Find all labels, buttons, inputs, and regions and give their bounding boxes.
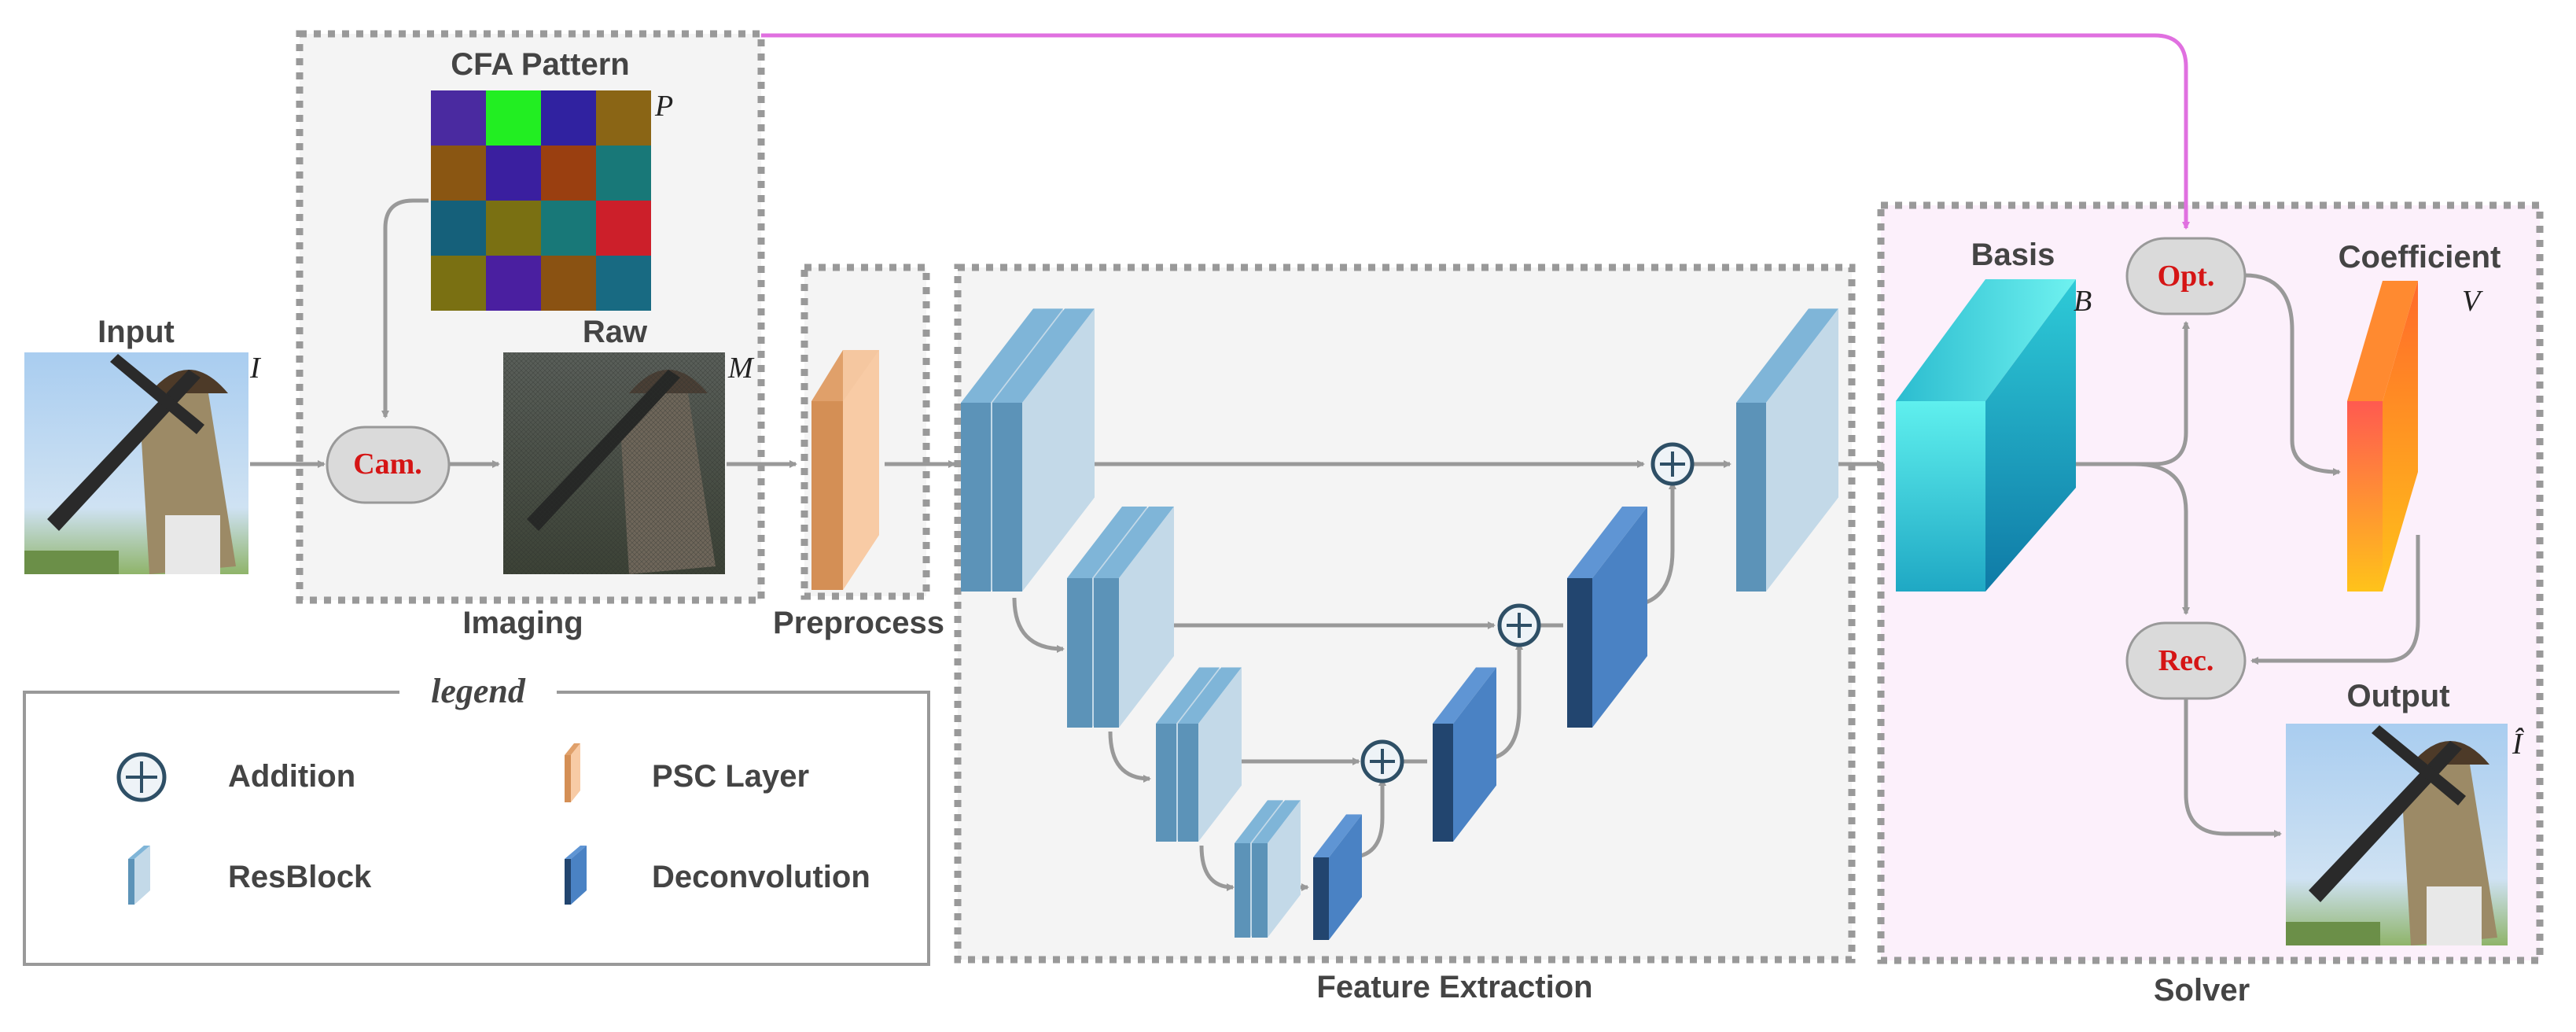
arrow-basis-to-rec	[2134, 462, 2190, 615]
pattern-variable: P	[654, 90, 673, 123]
arrow-cfa-to-cam	[381, 198, 429, 418]
cfa-cell	[541, 201, 596, 256]
input-variable: I	[249, 352, 262, 385]
cfa-cell	[596, 201, 651, 256]
legend-deconvolution-label: Deconvolution	[652, 860, 870, 894]
cfa-cell	[431, 146, 486, 201]
cfa-cell	[596, 146, 651, 201]
encoder-resblocks	[961, 308, 1838, 938]
cfa-cell	[431, 256, 486, 311]
legend-addition-icon	[116, 752, 167, 802]
psc-layer-block	[811, 350, 879, 590]
cfa-cell	[486, 256, 541, 311]
cfa-pattern-grid	[431, 90, 651, 311]
legend-title-gap	[399, 676, 557, 708]
feature-extraction-label: Feature Extraction	[1316, 970, 1592, 1004]
cfa-cell	[541, 256, 596, 311]
basis-label: Basis	[1971, 238, 2055, 272]
decoder-deconvolutions	[1313, 507, 1647, 940]
preprocess-label: Preprocess	[773, 606, 944, 640]
imaging-label: Imaging	[462, 606, 583, 640]
legend-psc-layer-icon	[565, 743, 580, 802]
input-image	[24, 352, 248, 574]
raw-image	[503, 352, 725, 574]
legend-psc-layer-label: PSC Layer	[652, 759, 809, 794]
legend-addition-label: Addition	[228, 759, 355, 794]
raw-label: Raw	[583, 315, 648, 349]
arrow-opt-to-coefficient	[2244, 273, 2341, 476]
addition-node	[1650, 442, 1695, 486]
camera-operator-label: Cam.	[353, 448, 422, 481]
output-variable: Î	[2512, 728, 2525, 761]
camera-operator: Cam.	[326, 426, 451, 504]
legend-title: legend	[431, 672, 526, 710]
cfa-cell	[486, 201, 541, 256]
cfa-cell	[486, 146, 541, 201]
cfa-cell	[431, 90, 486, 146]
cfa-cell	[541, 146, 596, 201]
feedback-pattern-to-opt	[761, 33, 2190, 230]
deconvolution-block	[1433, 667, 1496, 842]
resblock	[1094, 507, 1174, 728]
output-image	[2286, 724, 2508, 945]
legend-resblock-label: ResBlock	[228, 860, 372, 894]
cfa-pattern-label: CFA Pattern	[451, 47, 629, 82]
coefficient-label: Coefficient	[2339, 240, 2501, 275]
coefficient-variable: V	[2462, 285, 2483, 318]
raw-variable: M	[727, 352, 755, 385]
legend-resblock-icon	[128, 846, 150, 905]
legend-box	[23, 691, 930, 966]
output-label: Output	[2346, 679, 2449, 713]
basis-variable: B	[2074, 285, 2092, 318]
reconstruct-operator: Rec.	[2125, 621, 2247, 700]
legend-deconvolution-icon	[565, 846, 587, 905]
resblock	[992, 308, 1095, 592]
arrow-rec-to-output	[2184, 696, 2282, 838]
arrow-basis-to-opt	[2025, 321, 2190, 466]
cfa-cell	[596, 90, 651, 146]
optimize-operator: Opt.	[2125, 237, 2247, 315]
cfa-cell	[541, 90, 596, 146]
down-arrow-1	[1012, 597, 1065, 653]
cfa-cell	[486, 90, 541, 146]
resblock	[1736, 308, 1838, 592]
input-label: Input	[98, 315, 175, 349]
arrow-coefficient-to-rec	[2250, 535, 2420, 665]
deconvolution-block	[1567, 507, 1647, 728]
solver-label: Solver	[2154, 973, 2250, 1008]
resblock	[1252, 800, 1301, 938]
coefficient-block	[2347, 281, 2418, 592]
basis-block	[1896, 279, 2076, 592]
optimize-operator-label: Opt.	[2158, 260, 2215, 293]
addition-node	[1360, 739, 1404, 783]
down-arrow-3	[1199, 845, 1235, 891]
deconvolution-block	[1313, 814, 1362, 940]
addition-nodes	[1360, 442, 1695, 783]
down-arrow-2	[1108, 731, 1151, 783]
cfa-cell	[596, 256, 651, 311]
cfa-cell	[431, 201, 486, 256]
addition-node	[1497, 603, 1541, 647]
reconstruct-operator-label: Rec.	[2158, 644, 2214, 677]
resblock	[1178, 667, 1242, 842]
